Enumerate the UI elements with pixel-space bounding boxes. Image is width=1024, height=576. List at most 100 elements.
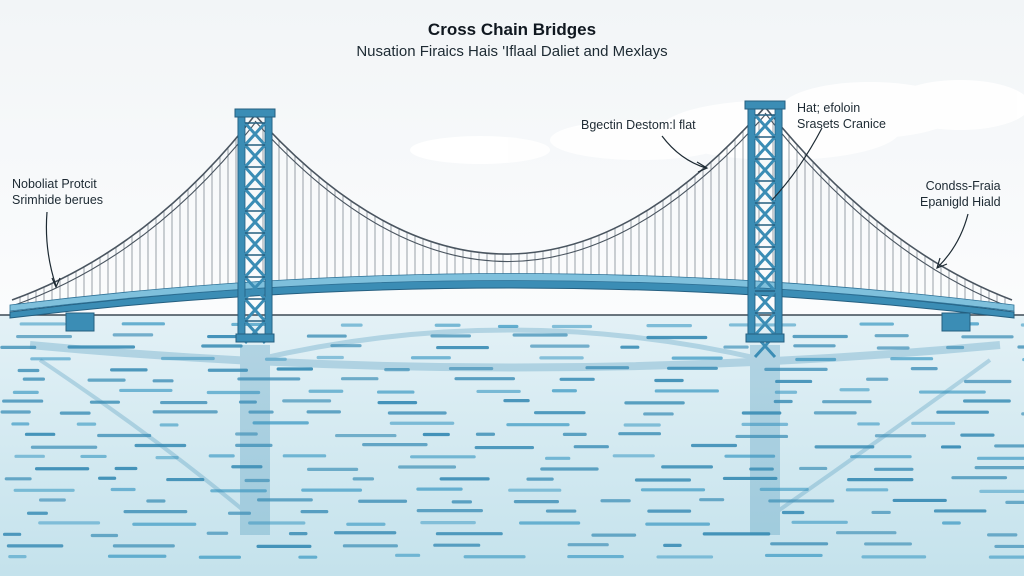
ripple bbox=[799, 466, 828, 471]
ripple bbox=[722, 476, 778, 481]
diagram-subtitle: Nusation Firaics Hais 'Iflaal Daliet and… bbox=[356, 43, 668, 60]
tower-brace bbox=[753, 267, 777, 293]
ripple bbox=[690, 443, 738, 448]
ripple bbox=[134, 443, 187, 448]
tower-leg-left bbox=[747, 106, 756, 341]
cable-right-span-lower bbox=[764, 112, 1013, 309]
ripple bbox=[346, 522, 386, 526]
ripple bbox=[210, 489, 267, 493]
tower-leg-right bbox=[774, 106, 783, 341]
ripple bbox=[508, 488, 562, 492]
ripple bbox=[30, 445, 98, 449]
ripple bbox=[17, 368, 40, 373]
annotation-center-line1: Bgectin Destom:l flat bbox=[581, 118, 696, 132]
ripple bbox=[835, 531, 897, 535]
ripple bbox=[416, 509, 483, 513]
ripple bbox=[874, 434, 927, 438]
ripple bbox=[433, 543, 481, 547]
tower-brace bbox=[753, 311, 777, 337]
ripple bbox=[600, 499, 631, 503]
ripple bbox=[436, 345, 489, 350]
ripple bbox=[890, 357, 934, 361]
ripple bbox=[892, 498, 947, 503]
ripple bbox=[474, 445, 535, 450]
ripple bbox=[964, 379, 1012, 384]
ripple bbox=[307, 467, 359, 471]
ripple bbox=[874, 334, 909, 338]
ripple bbox=[155, 456, 179, 460]
ripple bbox=[562, 432, 587, 436]
ripple bbox=[395, 553, 421, 557]
right-pier bbox=[941, 312, 971, 332]
ripple bbox=[298, 555, 318, 559]
ripple bbox=[526, 477, 554, 481]
ripple bbox=[264, 357, 287, 361]
tower-brace bbox=[243, 253, 267, 279]
ripple bbox=[362, 443, 428, 447]
ripple bbox=[410, 356, 451, 360]
ripple bbox=[624, 401, 685, 405]
ripple bbox=[330, 344, 362, 348]
ripple bbox=[933, 509, 987, 513]
reflection-cable-left bbox=[38, 358, 257, 522]
ripple bbox=[451, 500, 472, 504]
tower-brace bbox=[243, 143, 267, 169]
reflection-cable-right bbox=[763, 358, 992, 522]
ripple bbox=[781, 510, 805, 515]
ripple bbox=[206, 390, 261, 395]
ripple bbox=[910, 367, 938, 371]
ripple bbox=[764, 553, 823, 558]
ripple bbox=[410, 455, 476, 459]
ripple bbox=[764, 367, 828, 371]
ripple bbox=[946, 345, 965, 350]
ripple bbox=[585, 366, 630, 370]
ripple bbox=[208, 454, 235, 458]
ripple bbox=[30, 357, 71, 361]
tower-base bbox=[745, 333, 785, 343]
ripple bbox=[6, 544, 64, 548]
ripple bbox=[0, 410, 31, 414]
ripple bbox=[539, 356, 584, 360]
left-pier bbox=[65, 312, 95, 332]
ripple bbox=[19, 322, 66, 326]
ripple bbox=[876, 346, 910, 350]
ripple bbox=[244, 478, 270, 483]
ripple bbox=[654, 389, 719, 393]
ripple bbox=[160, 356, 215, 361]
ripple bbox=[519, 521, 581, 525]
ripple bbox=[166, 477, 205, 482]
annotation-tower-line2: Srasets Cranice bbox=[797, 117, 886, 131]
ripple bbox=[132, 522, 197, 526]
tower-leg-right bbox=[264, 114, 273, 341]
ripple bbox=[497, 324, 519, 329]
ripple bbox=[237, 377, 301, 381]
ripple bbox=[741, 422, 789, 426]
ripple bbox=[333, 531, 397, 535]
ripple bbox=[439, 477, 490, 481]
ripple bbox=[534, 411, 586, 415]
ripple bbox=[864, 542, 912, 546]
ripple bbox=[26, 511, 48, 515]
annotation-right-line1: Condss-Fraia bbox=[925, 179, 1001, 193]
ripple bbox=[13, 488, 75, 492]
ripple bbox=[667, 366, 718, 370]
cable-left-span-lower bbox=[11, 122, 256, 307]
tower-leg-left bbox=[237, 114, 246, 341]
ripple bbox=[38, 521, 101, 525]
ripple bbox=[422, 432, 450, 437]
tower-brace bbox=[243, 297, 267, 323]
tower-brace bbox=[243, 231, 267, 257]
ripple bbox=[16, 334, 73, 339]
ripple bbox=[4, 477, 32, 481]
tower-cap bbox=[744, 100, 786, 110]
ripple bbox=[434, 323, 461, 327]
ripple bbox=[512, 333, 568, 337]
ripple bbox=[850, 455, 912, 459]
ripple bbox=[618, 432, 661, 436]
tower-brace bbox=[243, 165, 267, 191]
ripple bbox=[0, 345, 37, 349]
ripple bbox=[513, 500, 560, 504]
tower-brace bbox=[753, 157, 777, 183]
ripple bbox=[121, 322, 165, 326]
bridge-reflection bbox=[29, 327, 1001, 535]
